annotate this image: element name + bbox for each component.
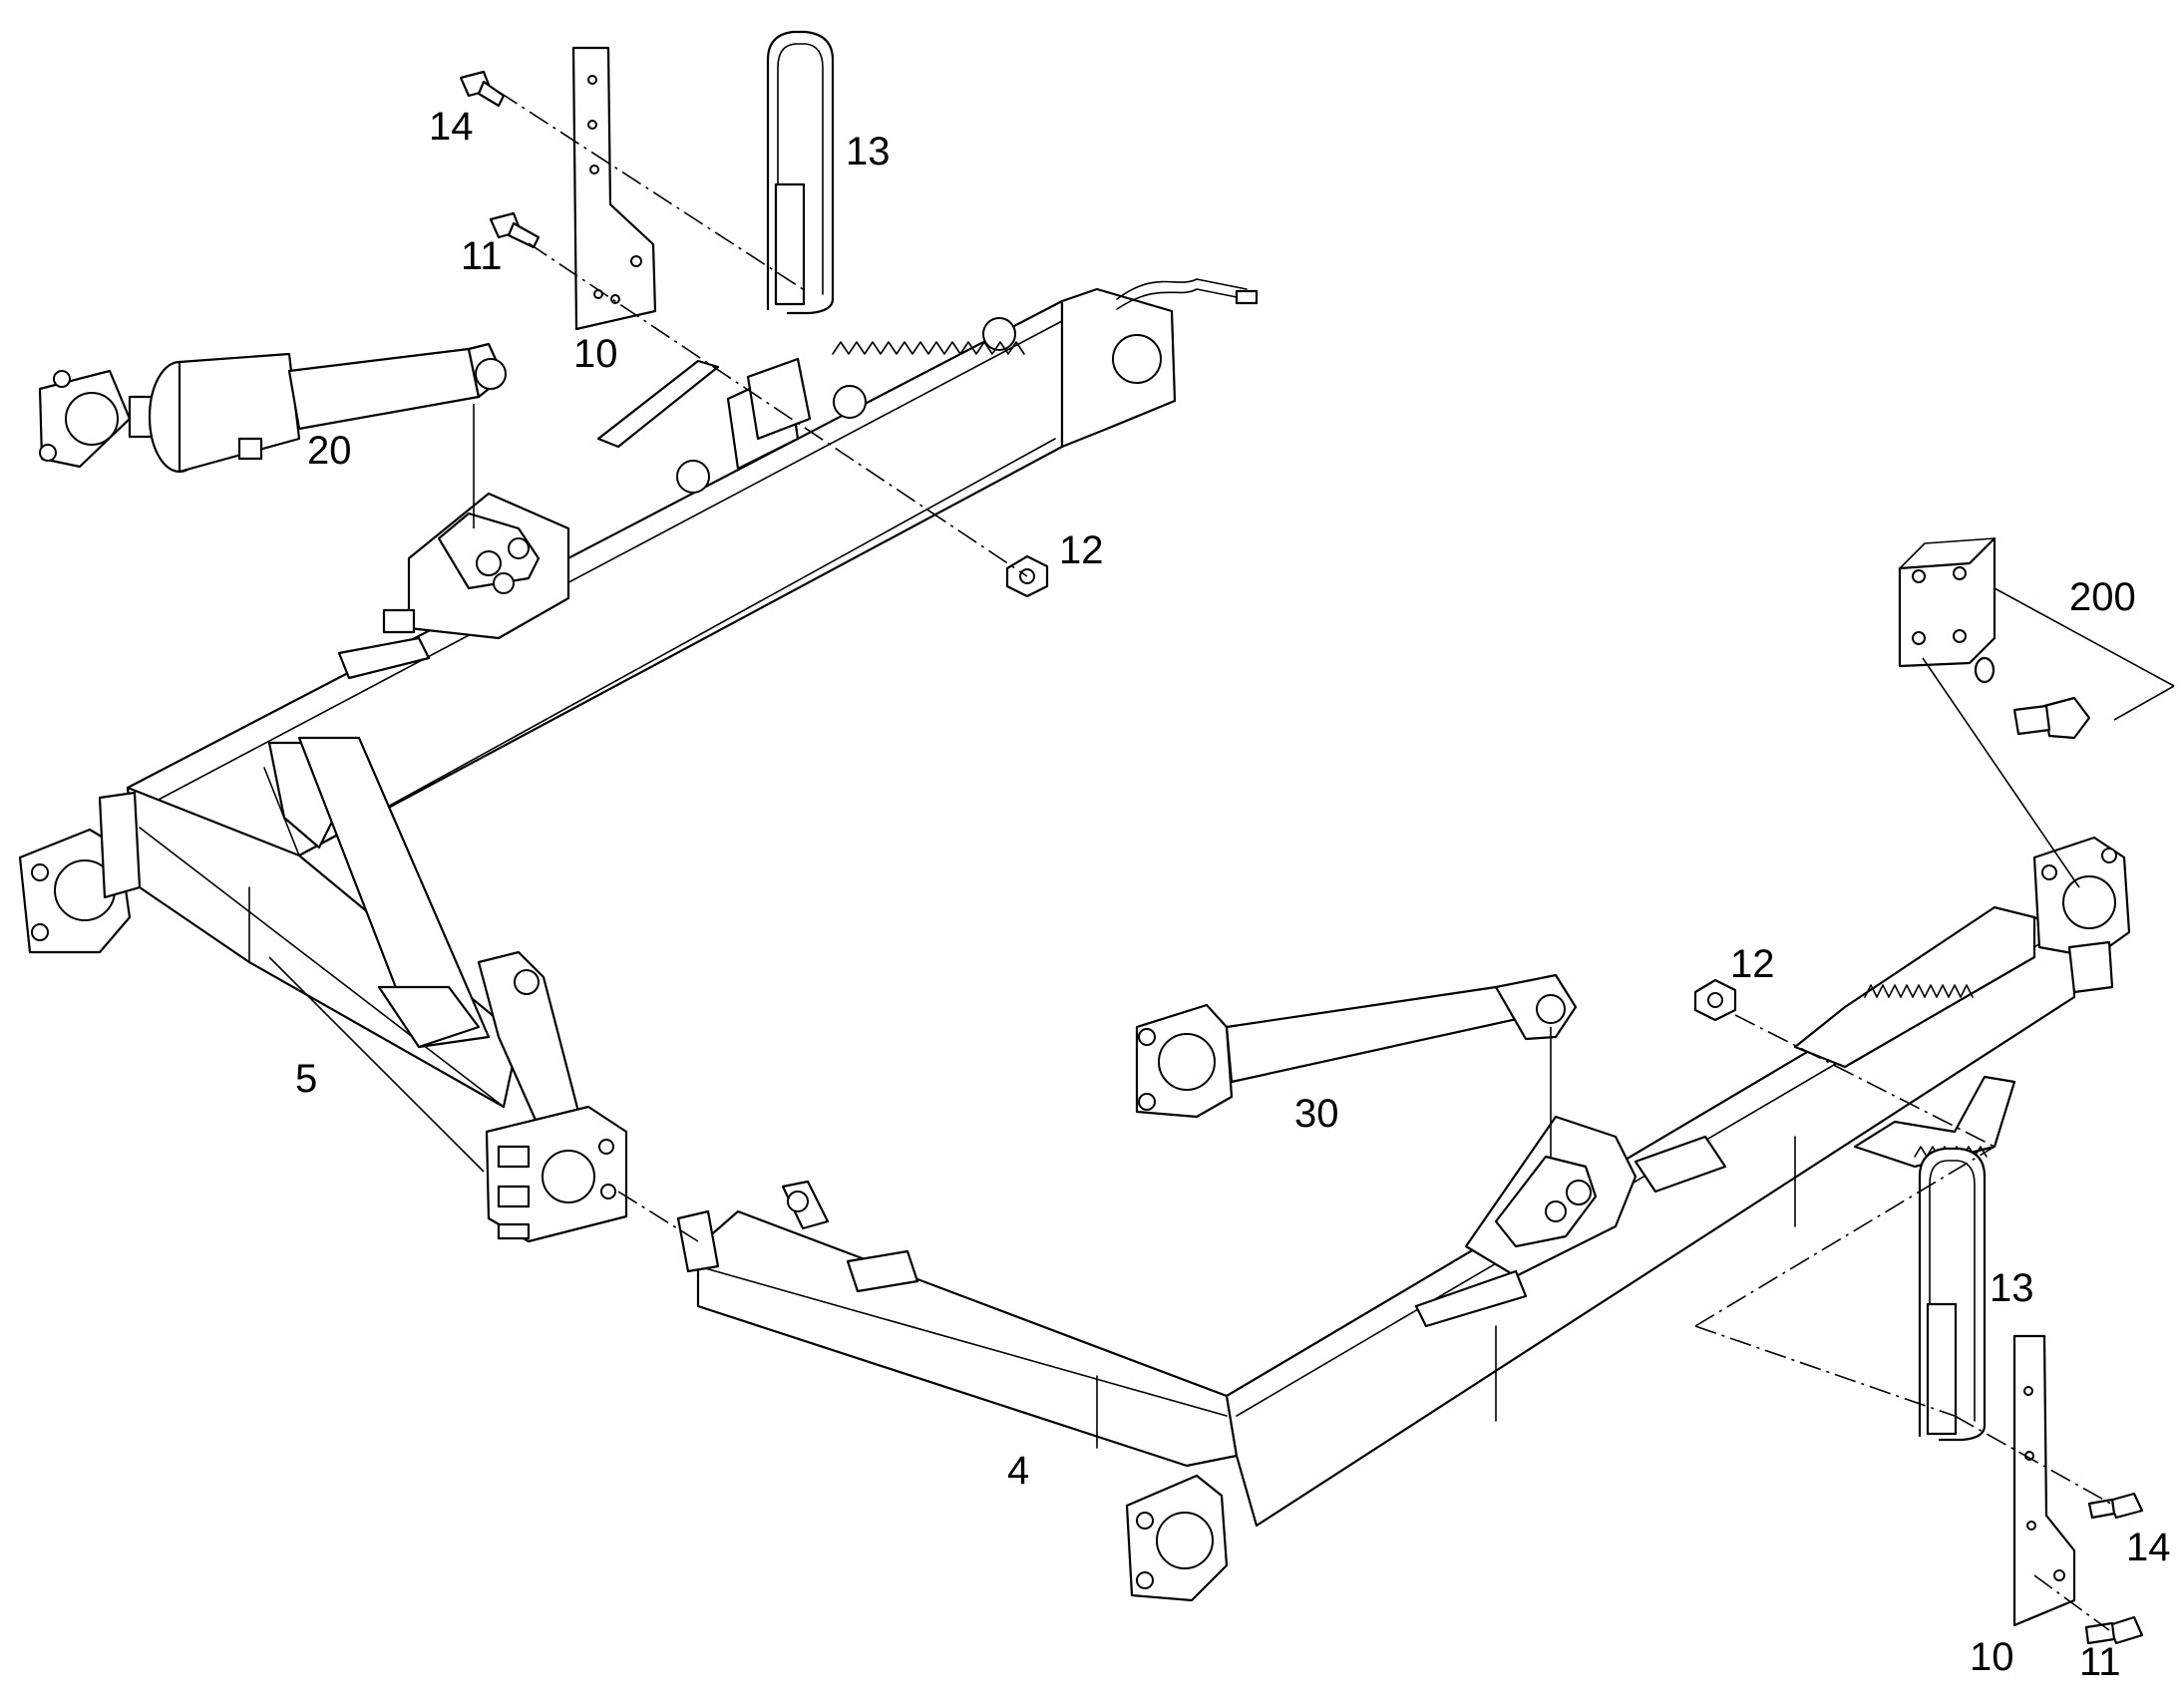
callout-200: 200 [2069,575,2136,619]
callout-14-top: 14 [429,105,474,149]
callout-11-bottom: 11 [2079,1640,2121,1684]
bolt-14-top [459,70,506,108]
plate-200 [1898,536,2091,740]
bolt-11-top [489,211,541,249]
callout-4: 4 [1007,1449,1029,1493]
callout-5: 5 [295,1057,317,1101]
upper-clevis-bracket [337,492,570,680]
callout-30: 30 [1294,1092,1339,1136]
link-arm-30 [1135,973,1578,1119]
callout-12-front: 12 [1730,942,1775,986]
leader-lines [268,91,2175,1631]
callout-10-bottom: 10 [1970,1635,2014,1679]
left-frame-part-5 [18,736,628,1243]
callout-13-bottom: 13 [1990,1266,2034,1310]
callout-14-bottom: 14 [2126,1526,2171,1569]
bolt-14-bottom [2087,1492,2144,1520]
plate-10-top [571,46,657,331]
upper-frame-rail [126,278,1259,865]
callout-13-top: 13 [846,130,891,173]
callout-12-top: 12 [1059,528,1104,572]
nut-12-front [1693,978,1737,1022]
front-frame-part-4 [676,836,2131,1602]
callout-11-top: 11 [461,234,503,278]
handle-13-bottom [1918,1147,1987,1442]
bolt-11-bottom [2084,1615,2144,1645]
hydraulic-cylinder-20 [38,342,507,474]
callout-20: 20 [307,429,352,473]
handle-13-top [766,30,835,315]
callout-10-top: 10 [573,332,618,376]
plate-10-bottom [2012,1334,2076,1627]
